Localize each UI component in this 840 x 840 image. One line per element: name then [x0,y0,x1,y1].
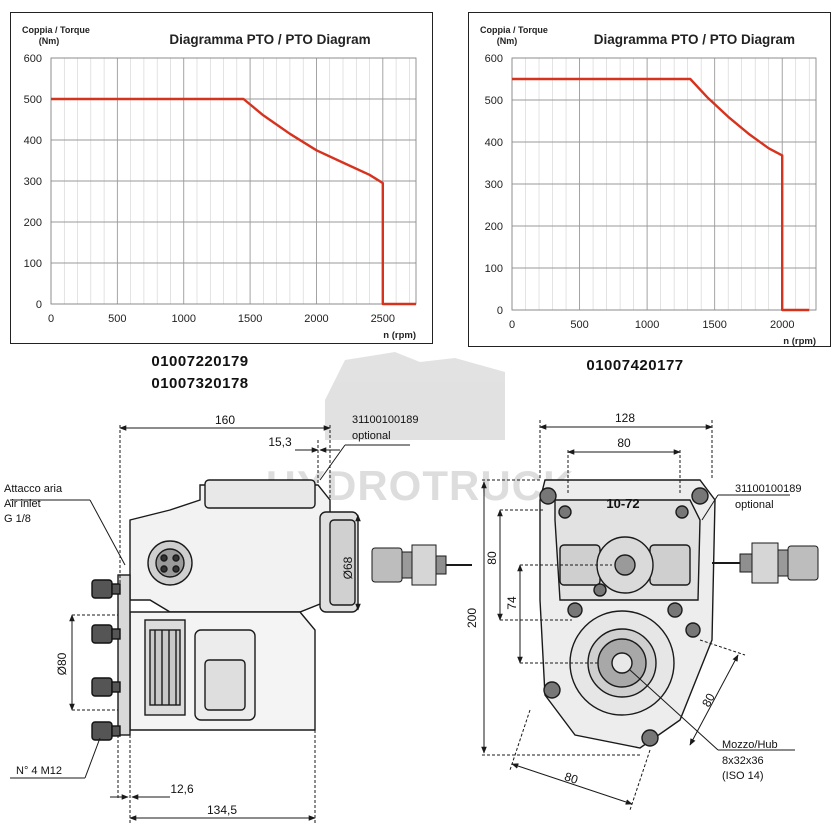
y-axis-label: Coppia / Torque [22,25,90,35]
torque-chart-right: 0 100 200 300 400 500 600 0 500 1000 1500 2000 Diagr… [468,12,831,347]
torque-chart-left: 0 100 200 300 400 500 600 0 500 1000 1500 2000 2500 D… [10,12,433,344]
y-tick-label: 0 [497,305,503,317]
y-tick-label: 100 [24,258,42,270]
x-axis-label: n (rpm) [383,330,416,341]
y-axis-label: Coppia / Torque [480,25,548,35]
chart-svg-left: 0 100 200 300 400 500 600 0 500 1000 1500 2000 2500 D… [22,25,417,341]
plot-border [50,57,417,305]
sensor-left-code: 31100100189 [352,414,418,426]
x-tick-label: 1000 [635,319,659,331]
y-tick-label: 500 [485,95,503,107]
x-tick-label: 500 [108,313,126,325]
air-inlet-it: Attacco aria [4,483,63,495]
hub-spline: 8x32x36 [722,755,764,767]
dim-80-side-label: 80 [485,551,499,565]
dim-80-bottom-label: 80 [563,769,580,787]
dim-80-left-label: Ø80 [55,652,69,675]
x-tick-label: 1500 [702,319,726,331]
pto-front-view [539,479,716,749]
plot-border [511,57,817,311]
left-labels: 160 15,3 31100100189 optional Ø68 Ø80 At… [4,413,418,817]
pto-side-view [91,479,359,741]
part-number-right: 01007420177 [586,357,684,374]
sensor-left [371,544,472,586]
dim-12-6-label: 12,6 [170,782,194,796]
chart-title: Diagramma PTO / PTO Diagram [169,32,370,47]
dim-200-label: 200 [465,608,479,628]
sensor-left-optional: optional [352,430,391,442]
y-tick-label: 300 [24,176,42,188]
y-tick-label: 200 [24,217,42,229]
x-tick-label: 500 [570,319,588,331]
y-axis-unit: (Nm) [39,36,60,46]
dim-80-diag-label: 80 [699,691,718,710]
right-dimensions [481,420,795,811]
y-tick-label: 500 [24,94,42,106]
x-tick-label: 0 [509,319,515,331]
sensor-right-optional: optional [735,499,774,511]
dim-15-3-label: 15,3 [268,435,292,449]
bolts-label: N° 4 M12 [16,765,62,777]
chart-title: Diagramma PTO / PTO Diagram [594,32,795,47]
y-tick-label: 0 [36,299,42,311]
torque-series-line [512,77,810,312]
part-number-left-2: 01007320178 [151,375,249,392]
y-tick-label: 200 [485,221,503,233]
y-tick-label: 100 [485,263,503,275]
y-tick-label: 600 [24,53,42,65]
torque-series-line [51,97,416,306]
y-tick-label: 400 [24,135,42,147]
x-tick-label: 2500 [371,313,395,325]
x-tick-label: 2000 [770,319,794,331]
model-label: 10-72 [606,496,639,511]
dim-134-5-label: 134,5 [207,803,237,817]
dim-128-label: 128 [615,411,635,425]
y-axis-unit: (Nm) [497,36,518,46]
x-tick-label: 1500 [238,313,262,325]
x-tick-label: 1000 [171,313,195,325]
y-tick-label: 600 [485,53,503,65]
dim-74-label: 74 [505,596,519,610]
y-tick-label: 400 [485,137,503,149]
dim-160-label: 160 [215,413,235,427]
part-number-left-1: 01007220179 [151,353,249,370]
dim-80-top-label: 80 [617,436,631,450]
sensor-right [712,542,819,584]
hub-standard: (ISO 14) [722,770,764,782]
air-inlet-en: Air inlet [4,498,41,510]
air-inlet-thread: G 1/8 [4,513,31,525]
dim-68-label: Ø68 [341,556,355,579]
x-tick-label: 0 [48,313,54,325]
x-axis-label: n (rpm) [783,336,816,346]
y-tick-label: 300 [485,179,503,191]
sensor-right-code: 31100100189 [735,483,801,495]
chart-svg-right: 0 100 200 300 400 500 600 0 500 1000 1500 2000 Diagr… [480,25,817,346]
x-tick-label: 2000 [304,313,328,325]
right-labels: 128 80 10-72 31100100189 optional 200 80… [465,411,801,787]
hub-label: Mozzo/Hub [722,739,778,751]
truck-watermark-icon [325,352,505,440]
left-dimensions [10,425,410,825]
technical-drawing: HYDROTRUCK [4,352,819,825]
